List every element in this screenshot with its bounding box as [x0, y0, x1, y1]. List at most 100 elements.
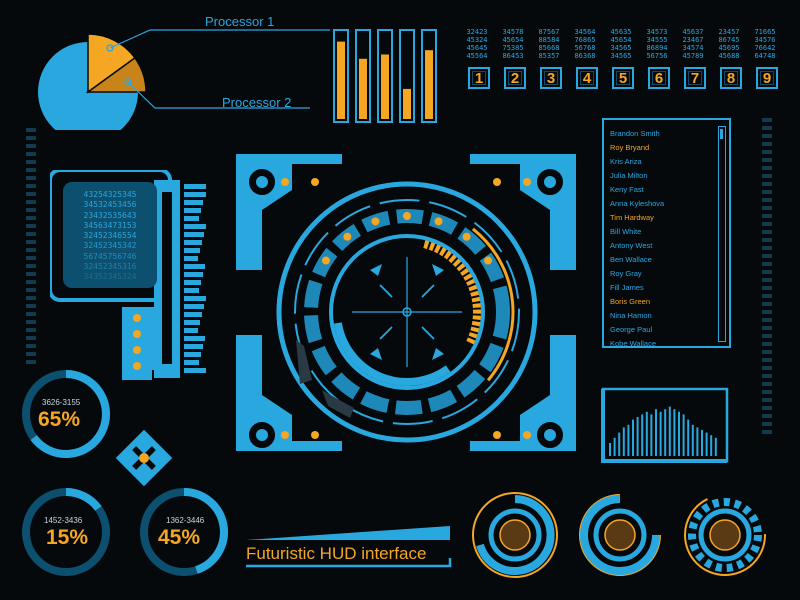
tick-mark — [26, 144, 36, 148]
number-cell: 32423 — [466, 28, 488, 36]
gear-teeth — [322, 390, 354, 418]
tick-mark — [26, 240, 36, 244]
number-cell: 23467 — [682, 36, 704, 44]
tick-mark — [762, 246, 772, 250]
number-cell: 76865 — [574, 36, 596, 44]
indicator-dot — [133, 362, 141, 370]
ladder-bar — [184, 312, 202, 317]
list-item[interactable]: George Paul — [610, 325, 653, 334]
list-item[interactable]: Roy Bryand — [610, 143, 650, 152]
cross-target-icon[interactable] — [114, 430, 174, 490]
tick-mark — [26, 216, 36, 220]
tick-mark — [762, 126, 772, 130]
ladder-bar — [184, 304, 204, 309]
number-box-7[interactable]: 7 — [684, 67, 706, 89]
tick-mark — [762, 342, 772, 346]
gauge-range: 1452-3436 — [44, 516, 83, 525]
ring-indicator — [343, 232, 352, 241]
tick-mark — [26, 200, 36, 204]
tick-mark — [762, 366, 772, 370]
list-item[interactable]: Tim Hardway — [610, 213, 654, 222]
list-scrollbar[interactable] — [718, 126, 726, 342]
number-cell: 45688 — [718, 52, 740, 60]
tick-mark — [26, 344, 36, 348]
number-grid: 32423 45324 45645 45564 34578 45654 7538… — [460, 28, 780, 60]
tick-mark — [762, 294, 772, 298]
number-cell: 86894 — [646, 44, 668, 52]
list-item[interactable]: Roy Gray — [610, 269, 642, 278]
number-box-6[interactable]: 6 — [648, 67, 670, 89]
number-column: 45635 45654 34565 34565 — [604, 28, 638, 60]
tick-mark — [762, 406, 772, 410]
processor-1-leader — [109, 29, 330, 49]
list-item[interactable]: Kris Ariza — [610, 157, 642, 166]
number-cell: 45645 — [466, 44, 488, 52]
ladder-bar — [184, 200, 203, 205]
tick-mark — [762, 214, 772, 218]
tick-mark — [26, 160, 36, 164]
number-column: 45637 23467 34574 45789 — [676, 28, 710, 60]
level-bar-fill — [381, 54, 389, 119]
ladder-bars — [184, 184, 206, 373]
tick-mark — [26, 312, 36, 316]
tick-mark — [762, 310, 772, 314]
list-item[interactable]: Fill James — [610, 283, 644, 292]
tick-mark — [762, 326, 772, 330]
ladder-bar — [184, 344, 203, 349]
gauge-percent: 65% — [38, 408, 81, 431]
ladder-bar — [184, 328, 198, 333]
tick-mark — [762, 382, 772, 386]
number-box-2[interactable]: 2 — [504, 67, 526, 89]
number-cell: 34565 — [610, 44, 632, 52]
list-item[interactable]: Anna Kyleshova — [610, 199, 665, 208]
number-column: 23457 86745 45695 45688 — [712, 28, 746, 60]
number-cell: 86745 — [718, 36, 740, 44]
gauge-fill — [30, 370, 110, 458]
tick-mark — [26, 320, 36, 324]
ladder-bar — [184, 320, 200, 325]
tick-mark — [762, 158, 772, 162]
code-line: 56745756746 — [83, 251, 137, 261]
number-cell: 45654 — [610, 36, 632, 44]
list-item[interactable]: Antony West — [610, 241, 653, 250]
tick-mark — [762, 230, 772, 234]
list-item[interactable]: Brandon Smith — [610, 129, 660, 138]
hud-title: Futuristic HUD interface — [246, 544, 427, 563]
tick-mark — [762, 302, 772, 306]
gauge-fill — [183, 488, 228, 574]
list-item[interactable]: Keny Fast — [610, 185, 644, 194]
tick-mark — [26, 176, 36, 180]
number-cell: 45789 — [682, 52, 704, 60]
list-item[interactable]: Boris Green — [610, 297, 651, 306]
level-bar-frame — [399, 29, 415, 123]
number-box-3[interactable]: 3 — [540, 67, 562, 89]
number-cell: 34576 — [754, 36, 776, 44]
number-box-4[interactable]: 4 — [576, 67, 598, 89]
code-line: 23432535643 — [83, 210, 137, 220]
gauge-15 — [22, 488, 110, 576]
ladder-bar — [184, 240, 202, 245]
number-column: 87567 88584 85668 85357 — [532, 28, 566, 60]
tick-mark — [26, 336, 36, 340]
list-item[interactable]: Bill White — [610, 227, 642, 236]
number-box-5[interactable]: 5 — [612, 67, 634, 89]
level-bar-frame — [355, 29, 371, 123]
list-item[interactable]: Nina Hamon — [610, 311, 652, 320]
list-item[interactable]: Kobe Wallace — [610, 339, 656, 348]
number-cell: 75385 — [502, 44, 524, 52]
ladder-bar — [184, 192, 206, 197]
number-box-8[interactable]: 8 — [720, 67, 742, 89]
list-item[interactable]: Julia Milton — [610, 171, 648, 180]
list-item[interactable]: Ben Wallace — [610, 255, 652, 264]
number-cell: 85357 — [538, 52, 560, 60]
tick-mark — [26, 184, 36, 188]
processor-1-marker — [106, 44, 114, 52]
scrollbar-thumb[interactable] — [720, 129, 723, 139]
number-box-9[interactable]: 9 — [756, 67, 778, 89]
tick-mark — [762, 262, 772, 266]
number-cell: 34565 — [610, 52, 632, 60]
dial-3 — [684, 494, 766, 576]
ladder-bar — [184, 248, 200, 253]
ladder-bar — [184, 296, 206, 301]
number-box-1[interactable]: 1 — [468, 67, 490, 89]
